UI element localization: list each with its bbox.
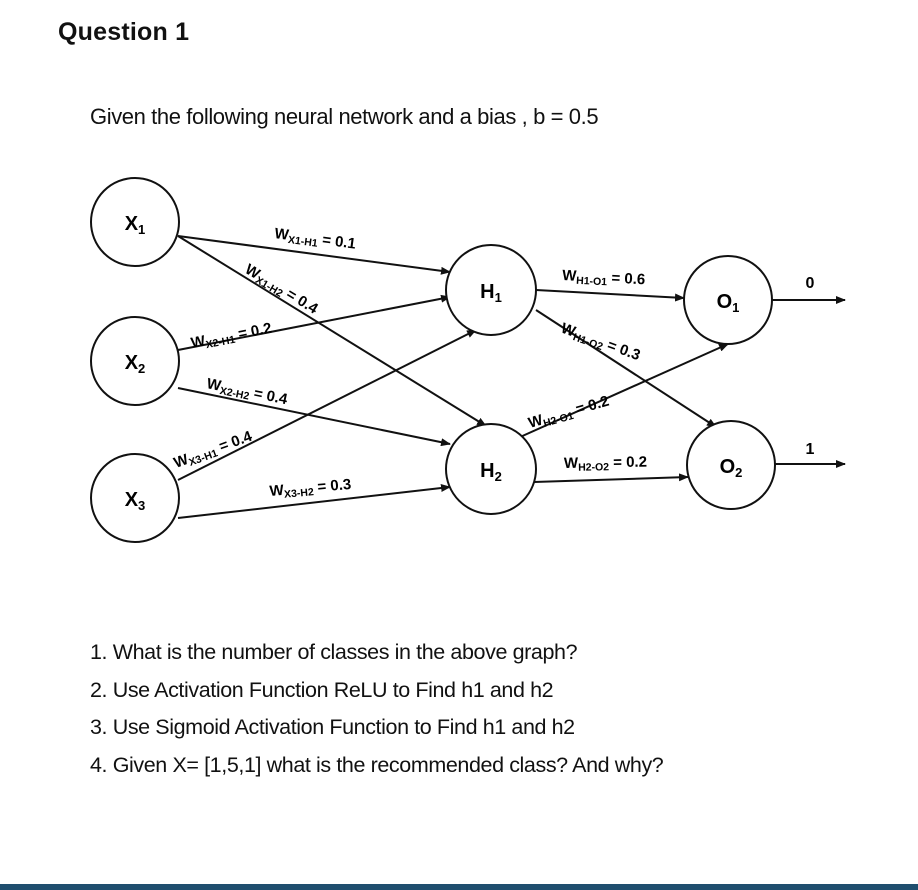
node-o1: O1 [683,255,773,345]
svg-text:O1: O1 [717,291,740,315]
question-item: 2. Use Activation Function ReLU to Find … [90,677,554,702]
weight-label-h2-o2: WH2-O2 = 0.2 [564,454,647,474]
edge-x2-h1 [177,294,451,351]
neural-network-diagram: X1 X2 X3 H1 H2 O1 O2 WX1-H1 = 0.1 WX1-H2… [90,177,846,543]
question-item: 3. Use Sigmoid Activation Function to Fi… [90,715,575,739]
svg-text:O2: O2 [720,456,743,480]
node-x2: X2 [90,316,180,406]
edge-x1-h1 [177,235,451,275]
weight-label-h2-o1: WH2-O1 = 0.2 [526,393,611,434]
node-o2: O2 [686,420,776,510]
svg-text:H2: H2 [480,460,502,484]
weight-label-x2-h1: WX2-H1 = 0.2 [190,320,274,354]
node-x3: X3 [90,453,180,543]
weight-label-x3-h2: WX3-H2 = 0.3 [269,476,352,502]
weight-label-x1-h2: WX1-H2 = 0.4 [241,261,322,320]
edge-x2-h2 [177,387,451,447]
edge-h1-o2 [535,309,717,428]
intro-text: Given the following neural network and a… [90,104,599,129]
node-h2: H2 [445,423,537,515]
edge-h2-o1 [499,343,729,447]
weight-label-x2-h2: WX2-H2 = 0.4 [205,375,290,410]
weight-label-h1-o2: WH1-O2 = 0.3 [558,320,643,366]
question-item: 4. Given X= [1,5,1] what is the recommen… [90,752,664,777]
edge-h1-o1 [535,289,685,302]
question-item: 1. What is the number of classes in the … [90,640,578,664]
weight-label-x1-h1: WX1-H1 = 0.1 [273,225,357,255]
node-h1: H1 [445,244,537,336]
edge-h2-o2 [533,473,689,483]
output-value-o1: 0 [806,275,815,292]
output-value-o2: 1 [806,441,815,458]
footer-bar [0,884,918,890]
svg-text:X1: X1 [125,213,146,237]
question-title: Question 1 [58,18,190,46]
edge-x3-h1 [177,329,477,481]
svg-text:H1: H1 [480,281,502,305]
edge-x1-h2 [177,235,487,427]
weight-label-h1-o1: WH1-O1 = 0.6 [562,267,646,290]
svg-text:X3: X3 [125,489,146,513]
question-list: 1. What is the number of classes in the … [90,638,664,788]
edge-x3-h2 [177,484,451,519]
node-x1: X1 [90,177,180,267]
svg-text:X2: X2 [125,352,146,376]
weight-label-x3-h1: WX3-H1 = 0.4 [172,428,256,474]
